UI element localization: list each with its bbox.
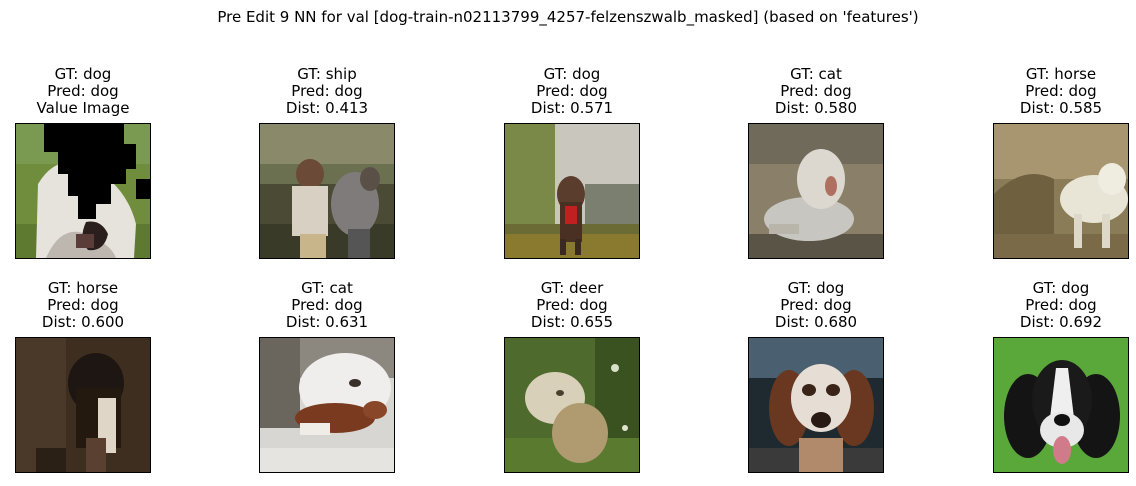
pred-label: Pred: dog [780, 296, 852, 314]
thumbnail-image [504, 123, 640, 259]
dist-label: Dist: 0.655 [530, 313, 614, 331]
thumbnail-image [993, 123, 1129, 259]
gt-label: GT: horse [1025, 65, 1097, 83]
panel-caption: GT: cat Pred: dog Dist: 0.580 [708, 66, 924, 117]
gt-label: GT: horse [47, 279, 119, 297]
dist-label: Dist: 0.413 [285, 99, 369, 117]
dist-label: Dist: 0.585 [1019, 99, 1103, 117]
panel-caption: GT: deer Pred: dog Dist: 0.655 [464, 280, 680, 331]
pred-label: Pred: dog [780, 82, 852, 100]
pred-label: Pred: dog [47, 296, 119, 314]
panel-caption: GT: horse Pred: dog Dist: 0.600 [0, 280, 191, 331]
gt-label: GT: cat [301, 279, 353, 297]
gt-label: GT: dog [787, 279, 845, 297]
gt-label: GT: ship [297, 65, 357, 83]
panel-caption: GT: dog Pred: dog Value Image [0, 66, 191, 117]
gt-label: GT: deer [540, 279, 604, 297]
thumbnail-image [15, 337, 151, 473]
gt-label: GT: dog [1032, 279, 1090, 297]
pred-label: Pred: dog [47, 82, 119, 100]
thumbnail-image [504, 337, 640, 473]
thumbnail-image [259, 123, 395, 259]
panel-caption: GT: dog Pred: dog Dist: 0.571 [464, 66, 680, 117]
value-image-label: Value Image [36, 99, 130, 117]
panel-caption: GT: horse Pred: dog Dist: 0.585 [953, 66, 1136, 117]
thumbnail-image [993, 337, 1129, 473]
dist-label: Dist: 0.571 [530, 99, 614, 117]
dist-label: Dist: 0.631 [285, 313, 369, 331]
figure-suptitle: Pre Edit 9 NN for val [dog-train-n021137… [217, 8, 919, 26]
pred-label: Pred: dog [1025, 296, 1097, 314]
pred-label: Pred: dog [291, 296, 363, 314]
panel-caption: GT: cat Pred: dog Dist: 0.631 [219, 280, 435, 331]
gt-label: GT: cat [790, 65, 842, 83]
thumbnail-image [15, 123, 151, 259]
pred-label: Pred: dog [1025, 82, 1097, 100]
pred-label: Pred: dog [291, 82, 363, 100]
gt-label: GT: dog [543, 65, 601, 83]
thumbnail-image [748, 123, 884, 259]
dist-label: Dist: 0.600 [41, 313, 125, 331]
panel-caption: GT: dog Pred: dog Dist: 0.692 [953, 280, 1136, 331]
pred-label: Pred: dog [536, 296, 608, 314]
panel-caption: GT: dog Pred: dog Dist: 0.680 [708, 280, 924, 331]
panel-caption: GT: ship Pred: dog Dist: 0.413 [219, 66, 435, 117]
thumbnail-image [259, 337, 395, 473]
dist-label: Dist: 0.680 [774, 313, 858, 331]
dist-label: Dist: 0.580 [774, 99, 858, 117]
gt-label: GT: dog [54, 65, 112, 83]
thumbnail-image [748, 337, 884, 473]
pred-label: Pred: dog [536, 82, 608, 100]
dist-label: Dist: 0.692 [1019, 313, 1103, 331]
